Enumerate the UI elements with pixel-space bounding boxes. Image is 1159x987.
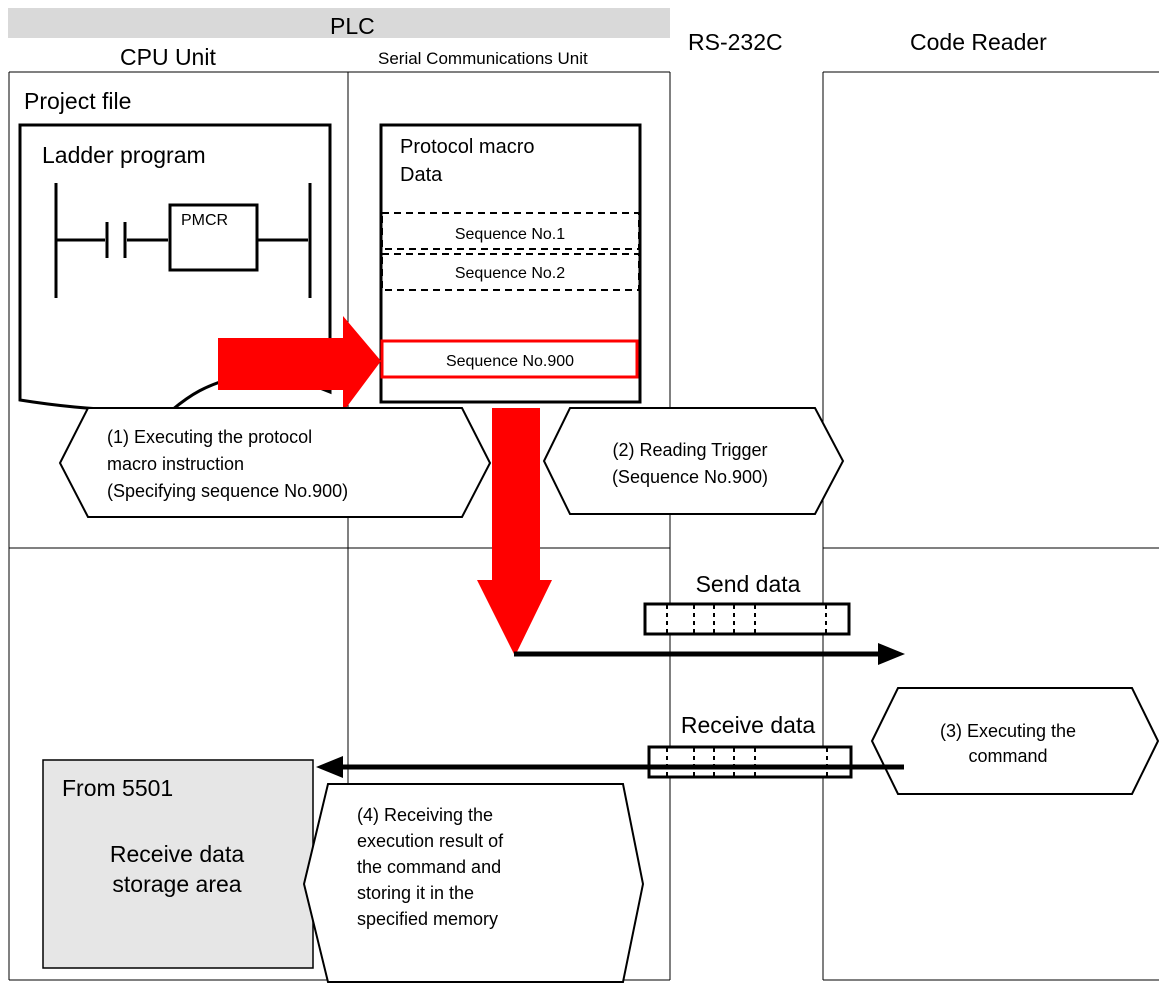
callout-step1-line2: macro instruction — [107, 454, 244, 474]
sequence-1-label: Sequence No.1 — [455, 226, 565, 243]
callout-step4-line4: storing it in the — [357, 883, 474, 903]
callout-step2-line2: (Sequence No.900) — [612, 467, 768, 487]
callout-step4 — [302, 783, 645, 983]
ladder-diagram — [54, 183, 312, 298]
callout-step1-line3: (Specifying sequence No.900) — [107, 481, 348, 501]
cpu-unit-label: CPU Unit — [120, 44, 216, 70]
code-reader-label: Code Reader — [910, 29, 1047, 55]
storage-line1: Receive data — [110, 841, 244, 867]
sequence-900-box — [380, 339, 639, 379]
callout-step3 — [870, 687, 1159, 795]
sequence-dashed-boxes — [381, 212, 640, 291]
send-arrow-head — [878, 643, 905, 665]
callout-step4-line2: execution result of — [357, 831, 504, 851]
callout-step4-line3: the command and — [357, 857, 501, 877]
storage-from-label: From 5501 — [62, 775, 173, 801]
pmcr-label: PMCR — [181, 212, 228, 229]
rs232c-label: RS-232C — [688, 29, 783, 55]
protocol-macro-title-line2: Data — [400, 164, 443, 186]
red-arrow-right — [218, 316, 381, 412]
send-data-label: Send data — [696, 571, 801, 597]
project-file-label: Project file — [24, 88, 131, 114]
receive-data-frame — [647, 745, 853, 779]
sequence-900-label: Sequence No.900 — [446, 353, 574, 370]
callout-step1 — [58, 407, 492, 518]
serial-unit-label: Serial Communications Unit — [378, 49, 588, 68]
receive-data-label: Receive data — [681, 712, 815, 738]
callout-step4-line5: specified memory — [357, 909, 498, 929]
receive-arrow-head — [316, 756, 343, 778]
callout-step4-line1: (4) Receiving the — [357, 805, 493, 825]
callout-step3-line1: (3) Executing the — [940, 721, 1076, 741]
callout-step2 — [542, 407, 845, 515]
pmcr-instruction-block — [168, 203, 259, 272]
protocol-macro-title-line1: Protocol macro — [400, 136, 535, 158]
storage-line2: storage area — [112, 871, 241, 897]
plc-label: PLC — [330, 13, 375, 39]
plc-header-bar — [8, 8, 670, 38]
callout-step1-line1: (1) Executing the protocol — [107, 427, 312, 447]
callout-step3-line2: command — [968, 746, 1047, 766]
red-arrow-down — [477, 408, 552, 656]
ladder-program-label: Ladder program — [42, 142, 206, 168]
send-data-frame — [643, 602, 851, 636]
sequence-2-label: Sequence No.2 — [455, 265, 565, 282]
callout-step2-line1: (2) Reading Trigger — [612, 440, 767, 460]
